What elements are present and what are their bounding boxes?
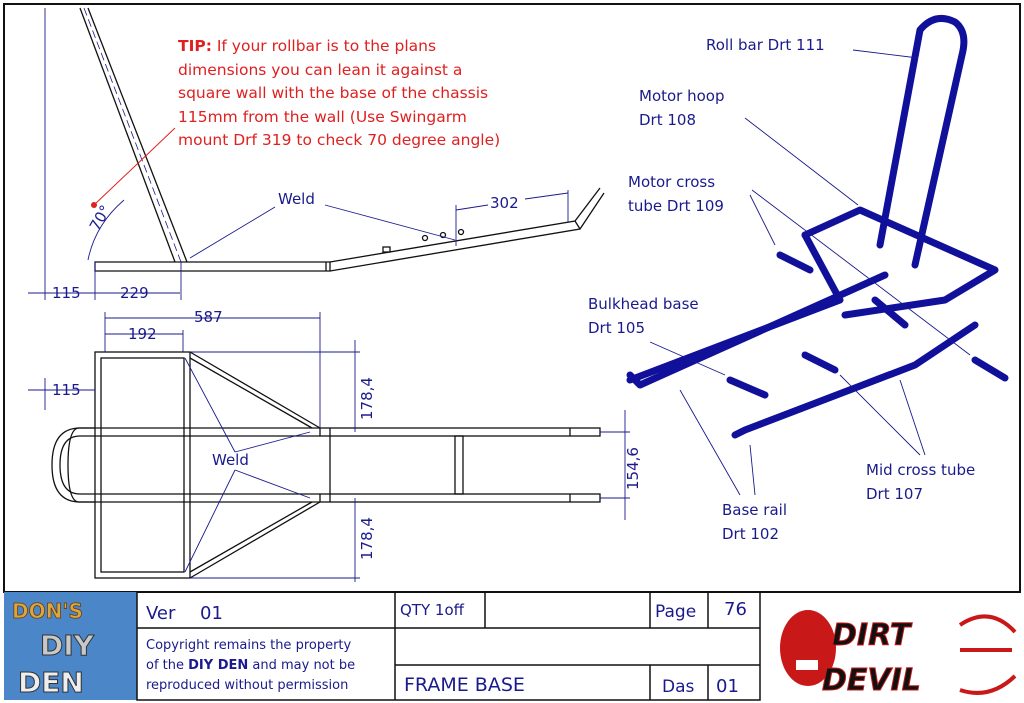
ver-label: Ver [146,603,176,624]
drawing-border [3,3,1021,593]
label-base-rail: Base rail [722,501,787,519]
copyright-line: Copyright remains the property [146,638,352,653]
label-motor-hoop: Motor hoop [639,87,725,105]
top-view: 587 192 115 178,4 178,4 154,6 Weld [28,308,642,582]
label-mid-cross: Mid cross tube [866,461,975,479]
svg-text:TIP: If your rollbar is to the: TIP: If your rollbar is to the plans [178,37,436,55]
tip-line: If your rollbar is to the plans [217,37,436,55]
svg-text:DIRT: DIRT [832,618,913,653]
copyright-text: of the [146,658,188,673]
dim-178-bottom: 178,4 [358,517,376,560]
dons-diy-den-logo [4,592,137,700]
iso-view: Roll bar Drt 111 Motor hoop Drt 108 Moto… [588,14,1009,543]
label-base-rail-drt: Drt 102 [722,525,779,543]
page-value: 76 [724,599,747,620]
label-bulkhead-drt: Drt 105 [588,319,645,337]
dim-115-side: 115 [52,284,81,302]
dim-178-top: 178,4 [358,377,376,420]
label-motor-cross-drt: tube Drt 109 [628,197,724,215]
tip-line: square wall with the base of the chassis [178,84,488,102]
tip-marker [91,202,97,208]
dirt-devil-logo: DIRT DEVIL [780,610,1017,699]
svg-text:DEVIL: DEVIL [822,663,921,698]
label-bulkhead: Bulkhead base [588,295,699,313]
drawing-title: FRAME BASE [404,674,525,696]
dim-302: 302 [490,194,519,212]
tip-line: 115mm from the wall (Use Swingarm [178,108,467,126]
angle-70: 70° [86,202,115,234]
title-block: DON'S DIY DEN Ver 01 Copyright remains t… [4,591,1017,701]
ver-value: 01 [200,603,223,624]
svg-text:DIY: DIY [40,629,95,662]
das-label: Das [662,677,695,697]
dim-154: 154,6 [624,447,642,490]
svg-text:DON'S: DON'S [12,599,83,623]
label-motor-cross: Motor cross [628,173,715,191]
tip-line: dimensions you can lean it against a [178,61,462,79]
label-motor-hoop-drt: Drt 108 [639,111,696,129]
svg-text:DEN: DEN [18,666,84,699]
das-value: 01 [716,676,739,697]
svg-text:of the DIY DEN and may not be: of the DIY DEN and may not be [146,658,355,673]
label-mid-cross-drt: Drt 107 [866,485,923,503]
dim-192: 192 [128,325,157,343]
tip-label: TIP: [178,37,212,55]
dim-229: 229 [120,284,149,302]
tip-line: mount Drf 319 to check 70 degree angle) [178,131,500,149]
dim-587: 587 [194,308,223,326]
tip-note: TIP: If your rollbar is to the plans dim… [178,37,500,149]
dim-115-top: 115 [52,381,81,399]
copyright-line: reproduced without permission [146,678,348,693]
copyright-text: and may not be [248,658,355,673]
weld-label-side: Weld [278,190,315,208]
label-roll-bar: Roll bar Drt 111 [706,36,825,54]
qty: QTY 1off [400,601,465,619]
page-label: Page [655,602,696,622]
copyright-diy-den: DIY DEN [188,658,248,673]
weld-label-top: Weld [212,451,249,469]
